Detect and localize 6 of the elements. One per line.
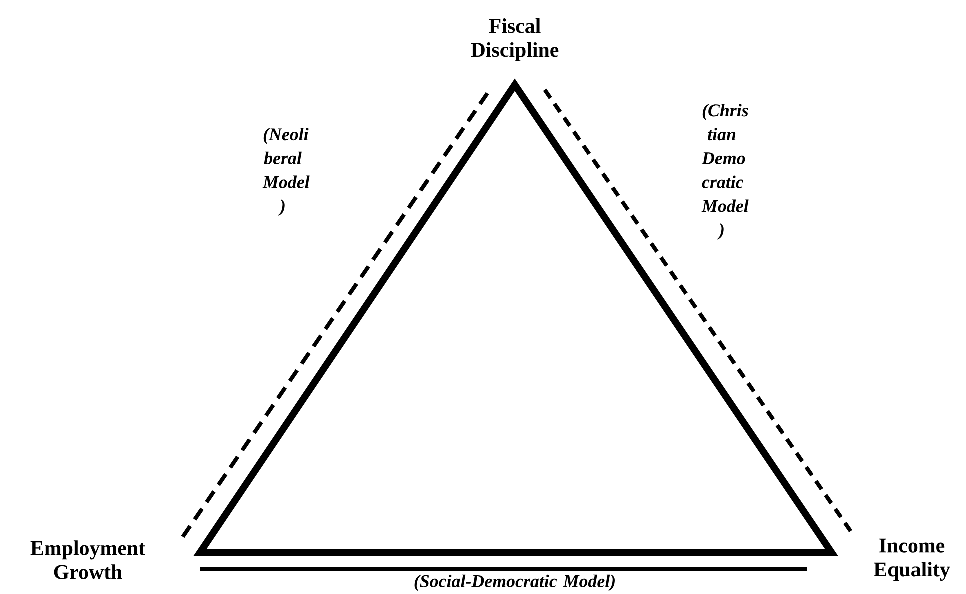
vertex-label: Employment Growth: [30, 540, 146, 580]
vertex-label: Fiscal Discipline: [471, 18, 559, 62]
model-label: (Social-Democratic Model): [414, 574, 615, 592]
vertex-label: Income Equality: [874, 538, 950, 582]
model-label: (Chris tian Demo cratic Model ): [702, 104, 749, 240]
model-label: (Neoli beral Model ): [262, 128, 310, 216]
